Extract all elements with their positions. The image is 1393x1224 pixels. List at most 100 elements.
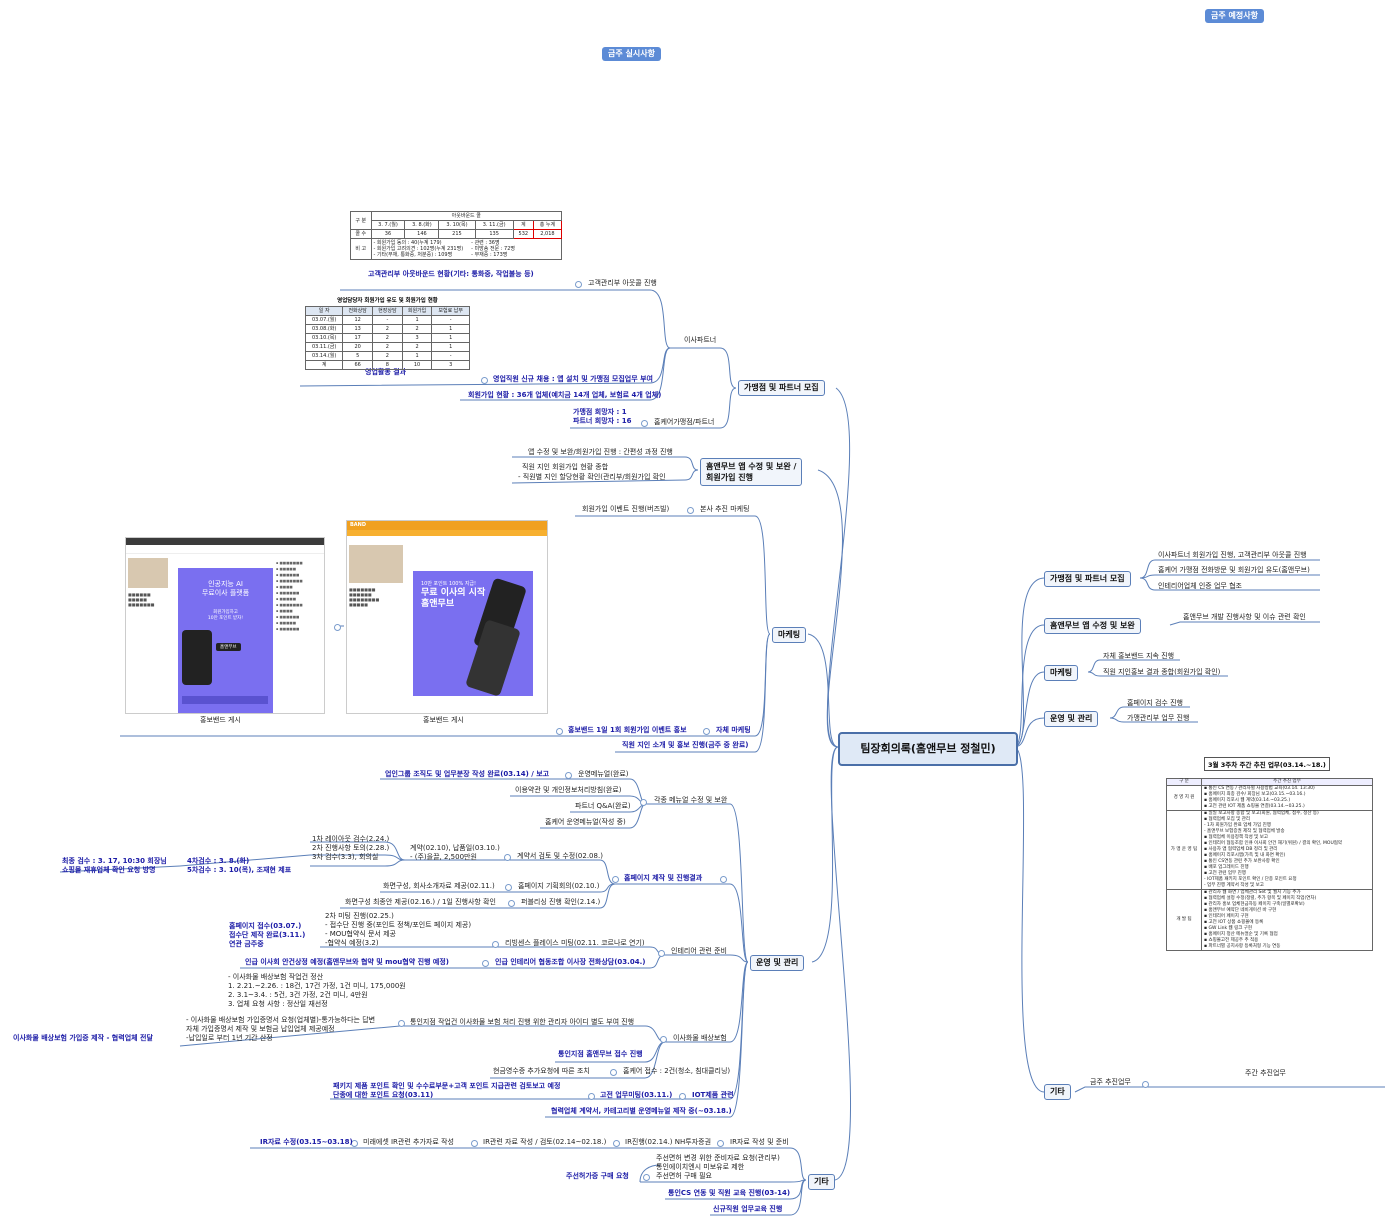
sched-item: ▪ 고전 관련 업무 진행 [1204,871,1246,876]
s7: -납입일로 부터 1년 기간 산정 [186,1034,273,1042]
st-cell: 12 [342,315,374,325]
band-ui-tagline2: 무료이사 플랫폼 [201,589,250,597]
link-r1 [1013,577,1045,748]
r3-i2: 직원 지인홍보 결과 종합(회원가입 확인) [1103,668,1221,676]
sched-item: ▪ 배포 업그레이드 진행 [1204,865,1249,870]
st-cell: 17 [342,333,374,343]
branch-etc[interactable]: 기타 [808,1174,835,1190]
weekly-done-title: 금주 실시사항 [602,47,661,61]
sched-item: ▪ 고전 관련 IOT 제품 쇼핑몰 연결(03.14.~03.25.) [1204,804,1305,809]
band-event: 홍보밴드 1일 1회 회원가입 이벤트 홍보 [568,726,687,734]
branch-operation[interactable]: 운영 및 관리 [750,955,805,971]
sched-item: ▪ 관리자 홍보 업체현금자동 페이지 구축(일별로확보) [1204,902,1305,907]
sched-item: ▪ 통인 CS연동 관련 추가 보완사항 확인 [1204,859,1280,864]
sched-cat: 개 발 팀 [1166,889,1202,951]
st-cell: 03.14.(월) [304,351,344,361]
sched-item: ▪ 홈페이지 정산 메뉴얼순 및 기록 협업 [1204,932,1278,937]
sched-cat: 경 영 지 원 [1166,785,1202,811]
st-cell: 8 [372,360,403,370]
tongin-intake: 통인지점 홈앤무브 접수 진행 [558,1050,643,1058]
sched-item: ▪ 홈페이지 최종 검수/ 회장님 보고(03.15.~03.16.) [1204,792,1306,797]
link-r3 [1013,671,1045,748]
r-branch-etc[interactable]: 기타 [1044,1084,1071,1100]
ot-note: - 미방송 전문 : 72명 [471,246,515,252]
contract-review: 계약서 검토 및 수정(02.08.) [517,852,603,860]
sched-item: - IOT제품 패키지 포인트 확인 / 단종 포인트 요청 [1204,877,1297,882]
insurance-link: 통인지점 작업건 이사화물 보험 처리 진행 위한 관리자 아이디 별도 부여 … [410,1018,635,1026]
st-cell: - [431,351,470,361]
sched-item: ▪ 관리자 웹 화면 / 업체관리 Set 및 월치 기능 추가 [1204,890,1301,895]
band-caption-1: 홍보밴드 게시 [200,716,241,724]
st-cell: 3 [401,333,433,343]
ot-cell: 2,018 [532,229,563,239]
ot-cell: 146 [404,229,440,239]
st-cell: 3 [431,360,470,370]
own-marketing: 자체 마케팅 [716,726,751,734]
st-head: 회원가입 [401,306,433,316]
band-logo: BAND [350,522,367,528]
hp-plan: 홈페이지 기획회의(02.10.) [518,882,600,890]
app-item1: 앱 수정 및 보완/회원가입 진행 : 간편성 과정 진행 [528,448,673,456]
link-b2 [817,469,843,748]
branch-app[interactable]: 홈앤무브 앱 수정 및 보완 / 회원가입 진행 [700,458,803,486]
interior-prep: 인테리어 관련 준비 [671,947,727,955]
r1-i1: 이사파트너 회원가입 진행, 고객관리부 아웃콜 진행 [1158,551,1307,559]
living-meeting: 리빙센스 플레이스 미팅(02.11. 코르나로 연기) [505,939,645,947]
st-cell: 66 [342,360,374,370]
sched-item: ▪ 파트너별 공지사항 등록처형 기능 연동 [1204,944,1281,949]
st-cell: 2 [401,324,433,334]
ir2: IR관련 자료 작성 / 검토(02.14~02.18.) [483,1138,607,1146]
homecare-note: 현금영수증 추가요청에 따른 조치 [493,1067,590,1075]
r-branch-store[interactable]: 가맹점 및 파트너 모집 [1044,571,1131,587]
st-head: 보험료 납부 [431,306,470,316]
band-ui-big2: 무료 이사의 시작 [421,588,486,598]
ot-title: 아웃바운드 콜 [370,211,563,221]
sales-new-hire: 영업직원 신규 채용 : 앱 설치 및 가맹점 모집업무 부여 [493,375,653,383]
st-cell: 03.10.(목) [304,333,344,343]
new-staff: 신규직원 업무교육 진행 [713,1205,783,1213]
final1: 최종 검수 : 3. 17, 10:30 회장님 [62,857,167,865]
sched-item: ▪ 사용자 앱 협력업체 DB 정리 및 관리 [1204,847,1278,852]
band-ui-tagline3: 회원가입하고 [213,610,238,615]
ir-prep: IR자료 작성 및 준비 [730,1138,789,1146]
branch-store-partner[interactable]: 가맹점 및 파트너 모집 [738,380,825,396]
st-cell: 2 [372,324,403,334]
sales-table-title: 영업담당자 회원가입 유도 및 회원가입 현황 [337,298,438,304]
cust-outcall: 고객관리부 아웃콜 진행 [588,279,657,287]
share1: 주선면허 변경 위한 준비자료 요청(관리부) [656,1154,780,1162]
link-r2 [1013,624,1045,748]
manual-4: 홈케어 운영메뉴얼(작성 중) [545,818,626,826]
st-cell: 03.11.(금) [304,342,344,352]
r5-i2: 주간 추진업무 [1245,1069,1286,1077]
c2: 2차 진행사항 토의(2.28.) [312,844,390,852]
cs-link: 통인CS 연동 및 직원 교육 진행(03-14) [668,1189,791,1197]
ot-head-5: 계 [512,220,534,230]
share-license: 주선허가증 구매 요청 [566,1172,629,1180]
homepage-progress: 홈페이지 제작 및 진행결과 [624,874,703,882]
link-r5 [1013,746,1045,1093]
ir1: IR진행(02.14.) NH투자증권 [625,1138,712,1146]
hq-marketing: 본사 추진 마케팅 [700,505,750,513]
band-ui-btn: 홈앤무브 [216,643,241,651]
sched-item: ▪ 일일 보고사항 종합 및 보고(회원, 협력업체, 접수, 정산 등) [1204,811,1319,816]
branch-app-l1: 홈앤무브 앱 수정 및 보완 / [706,462,797,471]
l4: -협약식 예정(3.2) [325,939,379,947]
r-branch-marketing[interactable]: 마케팅 [1044,665,1079,681]
l3: - MOU협약식 문서 제공 [325,930,396,938]
branch-marketing[interactable]: 마케팅 [772,627,807,643]
r-branch-app[interactable]: 홈앤무브 앱 수정 및 보완 [1044,618,1141,634]
link-b5 [830,746,852,1181]
link-b4 [811,746,839,963]
partner-count: 파트너 희망자 : 16 [573,417,632,425]
band-screenshot-1: ■■■■■■■■■■■■■■■■■■ 인공지능 AI 무료이사 플랫폼 회원가입… [125,537,325,714]
sched-item: ▪ 쇼핑몰고전 제공주 추 적용 [1204,938,1259,943]
r-branch-operation[interactable]: 운영 및 관리 [1044,711,1099,727]
r4-i2: 가맹관리부 업무 진행 [1127,714,1190,722]
sales-table: 영업담당자 회원가입 유도 및 회원가입 현황 일 자 전화상담 현장상담 회원… [304,296,470,370]
st-cell: 20 [342,342,374,352]
central-topic[interactable]: 팀장회의록(홈앤무브 정철민) [838,732,1018,766]
sched-item: ▪ 홈페이지 리포시 웹 계약(03.14.~03.25.) [1204,798,1291,803]
band-ui-tagline1: 인공지능 AI [208,580,243,588]
r4-i1: 홈페이지 검수 진행 [1127,699,1183,707]
